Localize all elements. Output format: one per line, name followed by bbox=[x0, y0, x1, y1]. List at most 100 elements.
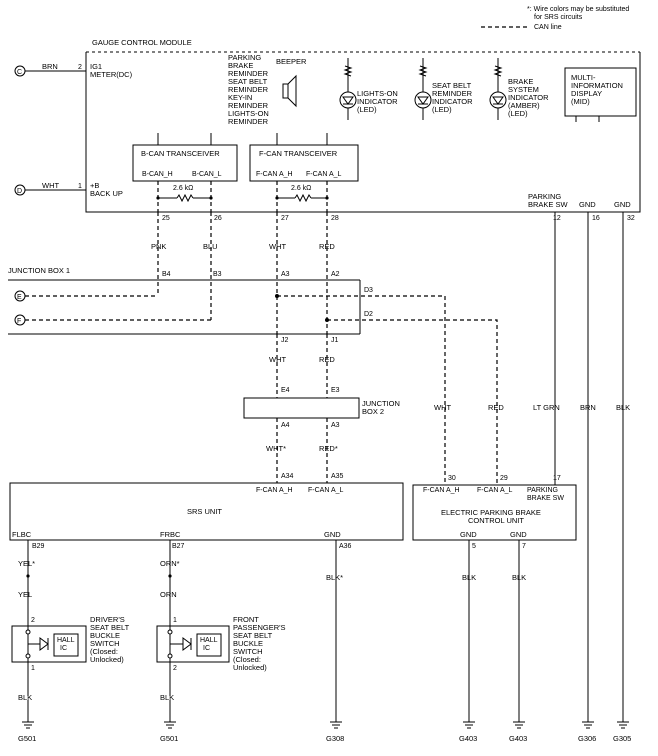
gauge-module-title: GAUGE CONTROL MODULE bbox=[92, 38, 192, 47]
wire-color: YEL* bbox=[18, 559, 35, 568]
wire-color: BLK bbox=[462, 573, 476, 582]
lights-on-led-icon bbox=[339, 58, 357, 120]
junction-box-1-title: JUNCTION BOX 1 bbox=[8, 266, 70, 275]
pin-number: 7 bbox=[522, 543, 526, 550]
mid-label: DISPLAY bbox=[571, 89, 602, 98]
pin-number: J2 bbox=[281, 337, 289, 344]
passenger-switch-label: BUCKLE bbox=[233, 639, 263, 648]
pin-number: B27 bbox=[172, 543, 185, 550]
driver-buckle-switch-box bbox=[11, 625, 87, 663]
pin-number: A35 bbox=[331, 473, 344, 480]
ground-label: G308 bbox=[326, 734, 344, 743]
pin-number: J1 bbox=[331, 337, 339, 344]
connector-c-label: C bbox=[17, 69, 22, 76]
brake-system-label: INDICATOR bbox=[508, 93, 549, 102]
svg-text:LIGHTS-ON: LIGHTS-ON bbox=[228, 109, 269, 118]
wire-color: BLK bbox=[18, 693, 32, 702]
pin-number: A3 bbox=[331, 422, 340, 429]
srs-unit-box bbox=[9, 482, 404, 541]
seat-belt-label: REMINDER bbox=[432, 89, 473, 98]
ground-icon bbox=[513, 721, 525, 729]
bcan-h-label: B-CAN_H bbox=[142, 171, 173, 178]
srs-frbc: FRBC bbox=[160, 530, 181, 539]
driver-switch-label: SWITCH bbox=[90, 639, 120, 648]
epb-title: ELECTRIC PARKING BRAKE bbox=[441, 508, 541, 517]
driver-switch-icon bbox=[25, 614, 79, 696]
seat-belt-led-icon bbox=[414, 58, 432, 120]
pin-number: A3 bbox=[281, 271, 290, 278]
wire-color: RED* bbox=[319, 444, 338, 453]
gauge-module-box bbox=[85, 52, 641, 213]
connector-e-label: E bbox=[17, 294, 22, 301]
pin-number: A4 bbox=[281, 422, 290, 429]
wire-color: ORN* bbox=[160, 559, 180, 568]
pin-number: 2 bbox=[78, 64, 82, 71]
junction-box-2 bbox=[243, 397, 360, 419]
seat-belt-label: SEAT BELT bbox=[432, 81, 472, 90]
brake-system-label: (AMBER) bbox=[508, 101, 540, 110]
driver-switch-label: BUCKLE bbox=[90, 631, 120, 640]
pin-number: 27 bbox=[281, 215, 289, 222]
pin-number: D3 bbox=[364, 287, 373, 294]
svg-text:BRAKE: BRAKE bbox=[228, 61, 253, 70]
passenger-switch-label: (Closed: bbox=[233, 655, 261, 664]
passenger-switch-icon bbox=[167, 614, 222, 696]
driver-switch-label: SEAT BELT bbox=[90, 623, 130, 632]
legend-note: for SRS circuits bbox=[534, 14, 583, 21]
svg-text:REMINDER: REMINDER bbox=[228, 69, 269, 78]
ground-icon bbox=[330, 721, 342, 729]
passenger-switch-label: FRONT bbox=[233, 615, 259, 624]
pin-number: 32 bbox=[627, 215, 635, 222]
backup-label: BACK UP bbox=[90, 189, 123, 198]
fcan-resistor-icon bbox=[275, 193, 329, 203]
passenger-buckle-switch-box bbox=[156, 625, 230, 663]
fcan-title: F-CAN TRANSCEIVER bbox=[259, 149, 338, 158]
connector-dot bbox=[26, 574, 30, 578]
wire-color: WHT bbox=[269, 355, 286, 364]
pin-number: 17 bbox=[553, 475, 561, 482]
wire-color: LT GRN bbox=[533, 403, 560, 412]
driver-switch-label: Unlocked) bbox=[90, 655, 124, 664]
ground-label: G403 bbox=[459, 734, 477, 743]
reminder-labels: PARKING BRAKE REMINDER SEAT BELT REMINDE… bbox=[228, 53, 269, 126]
pin-number: E4 bbox=[281, 387, 290, 394]
ground-label: G501 bbox=[160, 734, 178, 743]
passenger-switch-label: SEAT BELT bbox=[233, 631, 273, 640]
ig1-label: IG1 bbox=[90, 62, 102, 71]
svg-text:KEY-IN: KEY-IN bbox=[228, 93, 252, 102]
srs-flbc: FLBC bbox=[12, 530, 32, 539]
epb-pbsw: PARKING bbox=[527, 487, 558, 494]
ground-label: G305 bbox=[613, 734, 631, 743]
svg-text:REMINDER: REMINDER bbox=[228, 117, 269, 126]
epb-fcan-l: F-CAN A_L bbox=[477, 487, 513, 494]
fcan-resistor-value: 2.6 kΩ bbox=[291, 185, 311, 192]
pbsw-label: BRAKE SW bbox=[528, 200, 569, 209]
epb-unit-box bbox=[412, 484, 577, 541]
pin-number: B4 bbox=[162, 271, 171, 278]
pin-number: 26 bbox=[214, 215, 222, 222]
wire-color: RED bbox=[488, 403, 504, 412]
srs-fcan-l: F-CAN A_L bbox=[308, 487, 344, 494]
epb-fcan-h: F-CAN A_H bbox=[423, 487, 460, 494]
wire-color: WHT bbox=[269, 242, 286, 251]
fcan-transceiver-box bbox=[249, 144, 359, 182]
wire-color: BLK bbox=[512, 573, 526, 582]
wire-color: BRN bbox=[580, 403, 596, 412]
gnd-label: GND bbox=[579, 200, 596, 209]
epb-gnd: GND bbox=[460, 530, 477, 539]
bcan-resistor-value: 2.6 kΩ bbox=[173, 185, 193, 192]
beeper-label: BEEPER bbox=[276, 57, 307, 66]
wire-color: BRN bbox=[42, 62, 58, 71]
srs-unit-title: SRS UNIT bbox=[187, 507, 222, 516]
brake-system-label: (LED) bbox=[508, 109, 528, 118]
pin-number: 1 bbox=[31, 665, 35, 672]
wire-color: RED bbox=[319, 242, 335, 251]
gnd-label: GND bbox=[614, 200, 631, 209]
bcan-transceiver-box bbox=[132, 144, 238, 182]
ground-label: G403 bbox=[509, 734, 527, 743]
bcan-title: B-CAN TRANSCEIVER bbox=[141, 149, 220, 158]
pin-number: 12 bbox=[553, 215, 561, 222]
fcan-h-label: F-CAN A_H bbox=[256, 171, 293, 178]
seat-belt-label: INDICATOR bbox=[432, 97, 473, 106]
ground-icon bbox=[617, 721, 629, 729]
